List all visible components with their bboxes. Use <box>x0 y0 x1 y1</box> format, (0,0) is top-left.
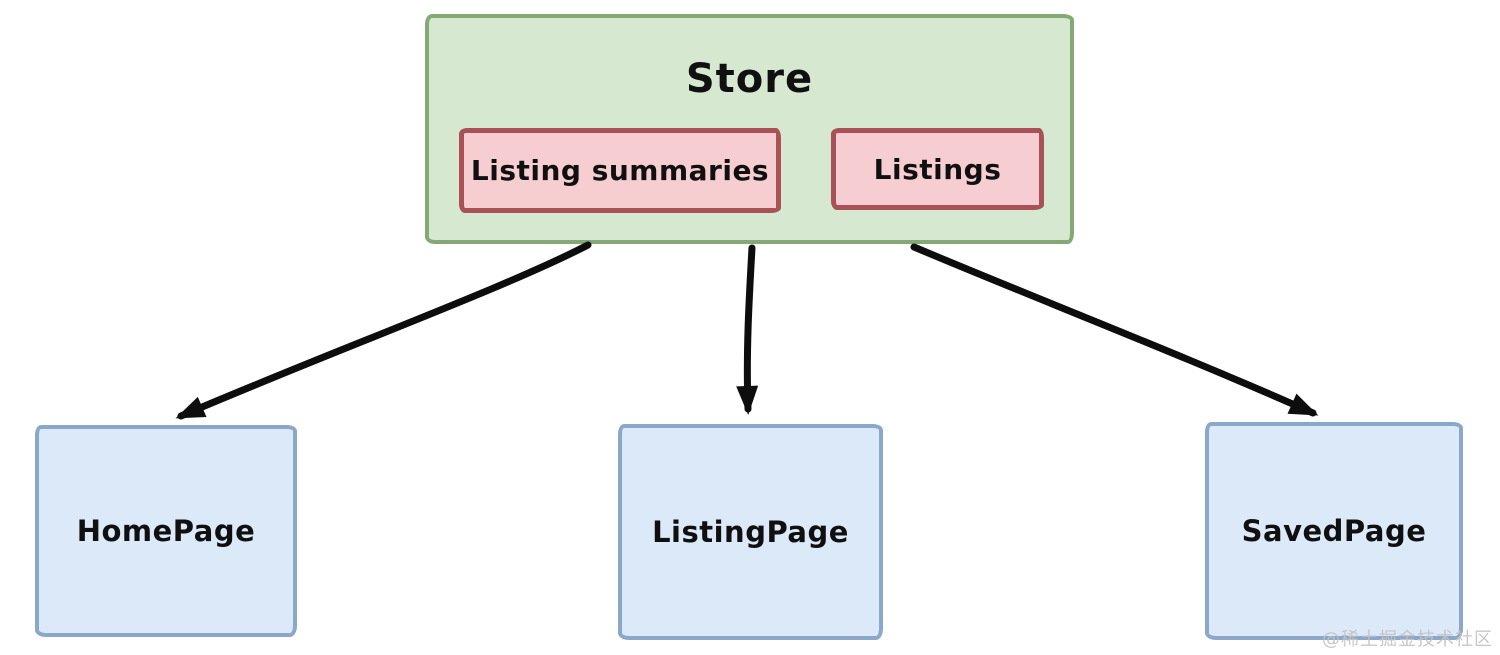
arrow-store-to-homepage <box>175 241 592 420</box>
listing-summaries-box: Listing summaries <box>459 128 781 213</box>
store-title: Store <box>685 56 814 102</box>
listings-box: Listings <box>831 128 1044 210</box>
homepage-label: HomePage <box>76 514 256 548</box>
arrow-store-to-listingpage <box>736 244 759 415</box>
savedpage-box: SavedPage <box>1205 422 1463 640</box>
homepage-box: HomePage <box>35 425 297 637</box>
watermark-text: @稀土掘金技术社区 <box>1322 629 1493 650</box>
savedpage-label: SavedPage <box>1241 514 1427 548</box>
listing-summaries-label: Listing summaries <box>470 154 770 187</box>
listingpage-label: ListingPage <box>652 515 849 549</box>
arrow-store-to-savedpage <box>910 243 1319 417</box>
store-box: Store Listing summaries Listings <box>425 14 1074 244</box>
listings-label: Listings <box>873 152 1002 186</box>
listingpage-box: ListingPage <box>618 424 883 640</box>
